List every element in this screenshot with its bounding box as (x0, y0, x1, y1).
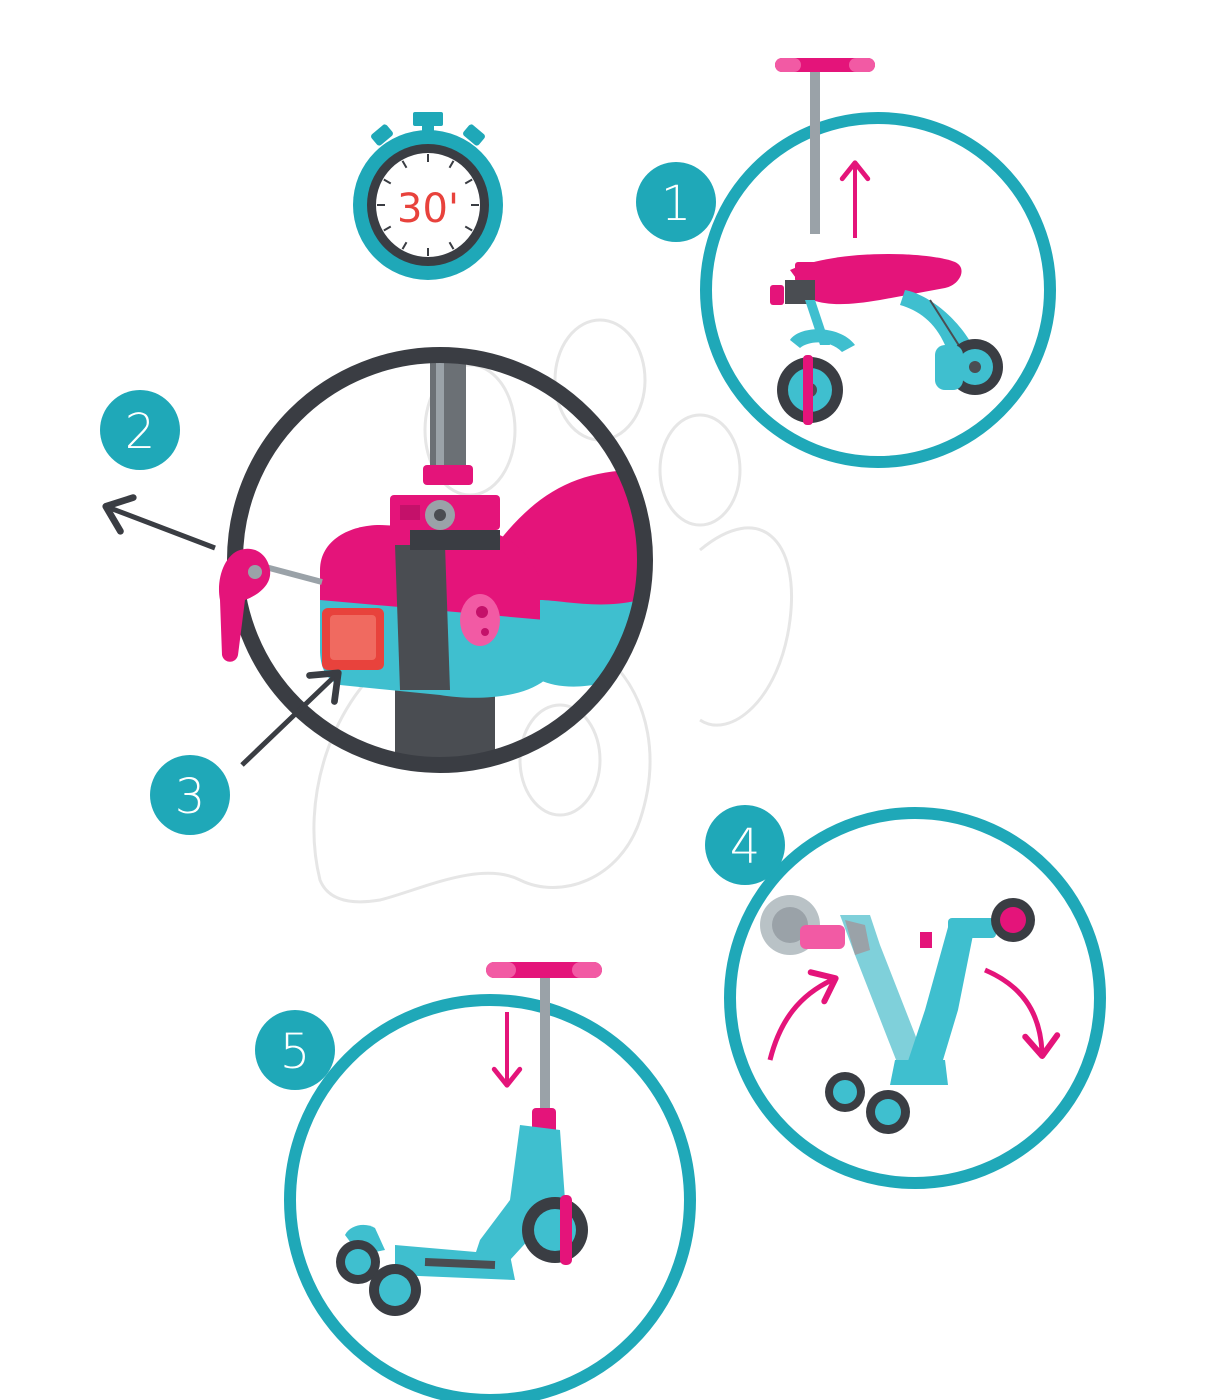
balance-bike (770, 253, 1003, 425)
stopwatch-tick (383, 225, 392, 232)
scooter (336, 962, 602, 1316)
step-2-badge (100, 390, 180, 470)
stopwatch-tick (464, 225, 473, 232)
step-3-badge (150, 755, 230, 835)
arrow-in-icon (240, 669, 342, 767)
flipping-frame (760, 895, 1035, 1134)
step-1-badge (636, 162, 716, 242)
stopwatch-tick (448, 160, 455, 169)
curved-arrow-down-icon (984, 967, 1061, 1059)
step-5-number: 5 (280, 1024, 311, 1080)
curved-arrow-up-icon (767, 969, 839, 1061)
stopwatch-tick (383, 178, 392, 185)
handlebar (775, 58, 875, 234)
step-2-number: 2 (125, 404, 156, 460)
arrow-out-icon (102, 494, 216, 551)
step-1-number: 1 (661, 176, 692, 232)
step-2-3-panel: 2 3 (100, 347, 653, 835)
stopwatch-tick (448, 241, 455, 250)
stopwatch-icon: 30' (353, 112, 503, 280)
stopwatch-tick (401, 241, 408, 250)
step-4-panel: 4 (705, 805, 1106, 1189)
stopwatch-tick (401, 160, 408, 169)
timer-label: 30' (397, 186, 459, 232)
stopwatch-tick (464, 178, 473, 185)
step-5-badge (255, 1010, 335, 1090)
step-5-panel: 5 (255, 962, 696, 1400)
step-4-badge (705, 805, 785, 885)
step-3-number: 3 (175, 769, 206, 825)
step-1-panel: 1 (636, 58, 1056, 468)
step-4-number: 4 (730, 819, 761, 875)
